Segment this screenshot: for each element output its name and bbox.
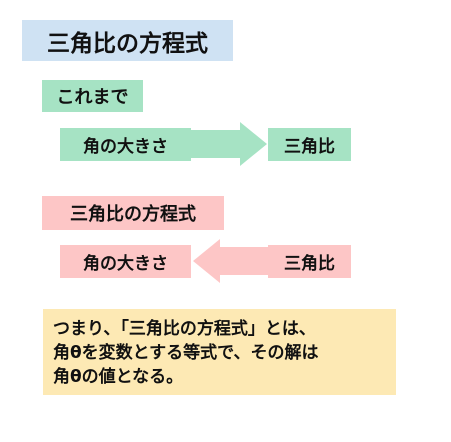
page-title-text: 三角比の方程式	[47, 30, 208, 57]
left-arrow-shape	[193, 239, 270, 283]
note-line: 角θを変数とする等式で、その解は	[53, 343, 319, 363]
note-line: つまり、「三角比の方程式」とは、	[53, 319, 316, 339]
now-label-text: 三角比の方程式	[70, 204, 196, 225]
left-arrow-icon	[193, 239, 270, 283]
now-ratio-text: 三角比	[284, 254, 335, 274]
before-section-label: これまで	[42, 80, 143, 112]
now-section-label: 三角比の方程式	[42, 196, 224, 230]
before-label-text: これまで	[56, 87, 129, 108]
now-angle-text: 角の大きさ	[83, 254, 168, 274]
right-arrow-shape	[190, 122, 267, 166]
before-ratio-node: 三角比	[268, 128, 351, 161]
explanation-note: つまり、「三角比の方程式」とは、 角θを変数とする等式で、その解は 角θの値とな…	[43, 309, 396, 395]
before-angle-node: 角の大きさ	[60, 128, 191, 161]
page-title: 三角比の方程式	[22, 20, 233, 61]
note-line: 角θの値となる。	[53, 367, 184, 387]
now-ratio-node: 三角比	[268, 245, 351, 278]
right-arrow-icon	[190, 122, 267, 166]
now-angle-node: 角の大きさ	[60, 245, 191, 278]
before-ratio-text: 三角比	[284, 137, 335, 157]
before-angle-text: 角の大きさ	[83, 137, 168, 157]
